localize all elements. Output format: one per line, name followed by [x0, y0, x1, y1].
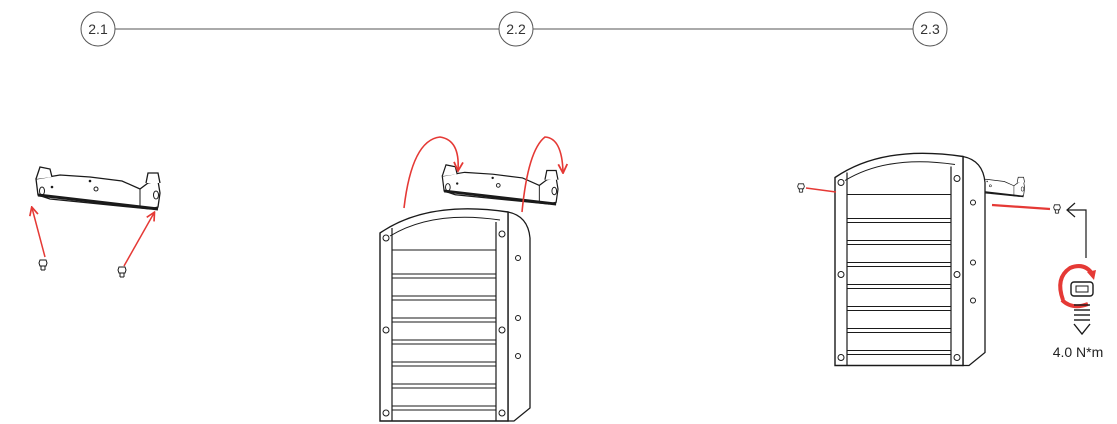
- torque-pointer: [1068, 209, 1087, 258]
- screw-line-right: [991, 203, 1051, 211]
- hang-arrow-right: [521, 136, 563, 213]
- inverter-icon: [379, 208, 531, 422]
- step-marker-3: 2.3: [912, 11, 948, 47]
- insert-arrow-left: [32, 208, 46, 258]
- insert-arrow-right: [123, 213, 154, 267]
- step-label-1: 2.1: [88, 21, 108, 37]
- torque-pointer-head: [1066, 202, 1076, 218]
- bracket-icon: [34, 165, 162, 211]
- step-marker-1: 2.1: [80, 11, 116, 47]
- step-label-3: 2.3: [920, 21, 940, 37]
- bracket-icon: [440, 163, 560, 206]
- screw-icon: [117, 266, 127, 278]
- step-2-3-illustration: 4.0 N*m: [797, 152, 1104, 367]
- step-label-2: 2.2: [506, 21, 526, 37]
- inverter-icon: [834, 152, 986, 367]
- hang-arrow-left: [403, 136, 458, 209]
- torque-label: 4.0 N*m: [1053, 344, 1104, 360]
- screw-icon: [1053, 204, 1061, 214]
- step-timeline: 2.1 2.2 2.3: [80, 11, 948, 47]
- step-2-2-illustration: [379, 136, 563, 422]
- torque-rotate-icon: [1058, 264, 1096, 336]
- screw-icon: [797, 183, 805, 193]
- screw-line-left: [805, 187, 837, 193]
- screw-icon: [38, 259, 48, 271]
- step-marker-2: 2.2: [498, 11, 534, 47]
- step-2-1-illustration: [32, 165, 162, 278]
